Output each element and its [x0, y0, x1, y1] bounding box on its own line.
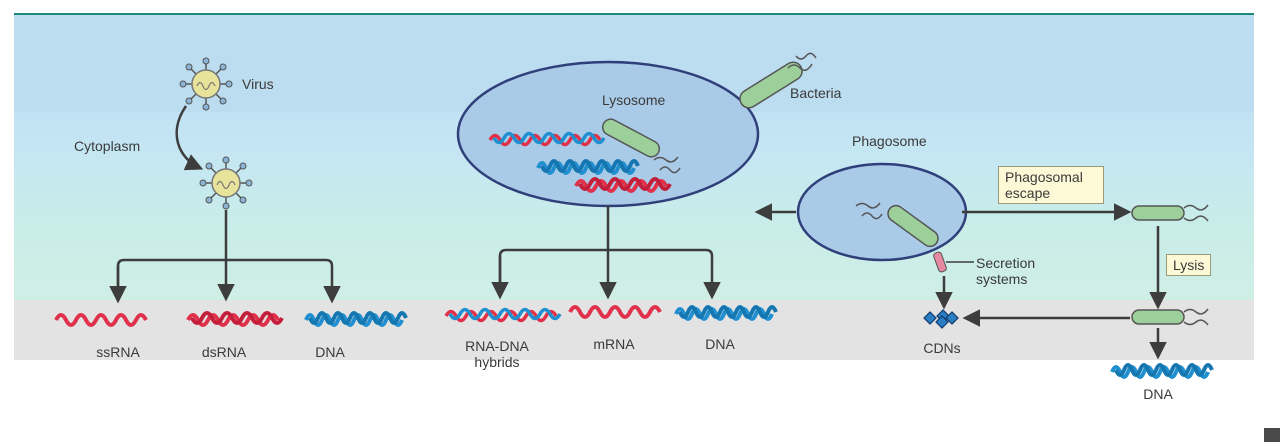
- dna-lysosome-label: DNA: [705, 336, 735, 352]
- lysis-label: Lysis: [1166, 254, 1212, 276]
- rna-dna-hybrids-label: RNA-DNA hybrids: [465, 338, 529, 370]
- mrna-label: mRNA: [593, 336, 635, 352]
- cytoplasm-label: Cytoplasm: [74, 138, 141, 154]
- secretion-systems-label: Secretion systems: [976, 255, 1036, 287]
- lysosome-label: Lysosome: [602, 92, 666, 108]
- lysosome-dna-strand: [536, 159, 640, 175]
- virus-cytoplasm-icon: [199, 156, 253, 210]
- cdns-label: CDNs: [923, 340, 961, 356]
- escaped-bacterium-icon: [1131, 204, 1209, 222]
- virus-icon: [179, 57, 233, 111]
- phagosome-bacterium-icon: [855, 202, 947, 273]
- bacteria-icon: [739, 52, 817, 109]
- dna-lysis-strand: [1110, 363, 1214, 379]
- virus-label: Virus: [242, 76, 274, 92]
- phagosomal-escape-label: Phagosomal escape: [998, 166, 1104, 204]
- background-band-bottom: [14, 300, 1254, 360]
- lysed-bacterium-icon: [1131, 308, 1209, 326]
- mrna-strand: [568, 305, 662, 319]
- dna-virus-label: DNA: [315, 344, 345, 360]
- dna-lysis-label: DNA: [1143, 386, 1173, 402]
- dsrna-label: dsRNA: [201, 344, 247, 360]
- phagosome-organelle: [796, 162, 968, 262]
- virus-branch-arrows: [109, 210, 341, 304]
- phagosome-label: Phagosome: [852, 133, 927, 149]
- lysosome-branch-arrows: [491, 206, 721, 300]
- rna-dna-hybrid-strand: [444, 307, 562, 323]
- dna-virus-strand: [304, 311, 408, 327]
- cdns-icon: [923, 309, 959, 329]
- ssrna-strand: [54, 313, 148, 327]
- bacteria-label: Bacteria: [790, 85, 842, 101]
- ssrna-label: ssRNA: [96, 344, 140, 360]
- dna-lysosome-strand: [674, 305, 778, 321]
- lysosome-dsrna-strand: [574, 177, 672, 193]
- dsrna-strand: [186, 311, 284, 327]
- lysosome-hybrid-strand: [488, 131, 606, 147]
- virus-entry-arrow: [175, 105, 204, 171]
- corner-mark: [1264, 428, 1280, 442]
- lysosome-bacterium-icon: [601, 118, 681, 174]
